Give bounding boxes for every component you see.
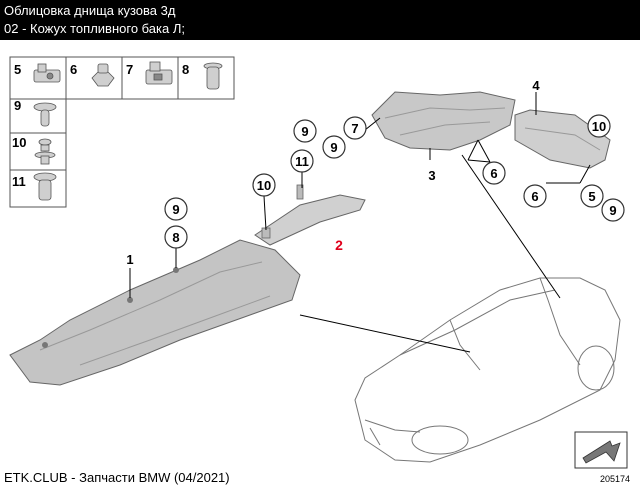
hex-nut-icon xyxy=(91,63,115,87)
callout-circle-9b[interactable] xyxy=(322,135,346,159)
callout-4: 4 xyxy=(532,78,540,93)
callout-circle-8[interactable] xyxy=(164,225,188,249)
legend-label-7: 7 xyxy=(126,62,133,77)
callout-6b: 6 xyxy=(531,189,538,204)
callout-circle-7[interactable] xyxy=(343,116,367,140)
callout-7: 7 xyxy=(351,121,358,136)
nav-arrow-box[interactable] xyxy=(574,431,628,469)
callout-2-highlighted[interactable]: 2 xyxy=(335,237,343,253)
callout-circle-6b[interactable] xyxy=(523,184,547,208)
leader-lines xyxy=(129,92,591,353)
diagram-header: Облицовка днища кузова 3д 02 - Кожух топ… xyxy=(0,0,640,40)
expanding-rivet-icon xyxy=(203,62,223,90)
clip-nut-icon xyxy=(33,63,61,83)
legend-label-5: 5 xyxy=(14,62,21,77)
cover-4 xyxy=(514,109,611,169)
callout-circle-10a[interactable] xyxy=(252,173,276,197)
footer-source: ETK.CLUB - Запчасти BMW (04/2021) xyxy=(4,470,230,485)
legend-label-8: 8 xyxy=(182,62,189,77)
callout-circle-10b[interactable] xyxy=(587,114,611,138)
callout-circle-11[interactable] xyxy=(290,149,314,173)
legend-label-10: 10 xyxy=(12,135,26,150)
callout-6a: 6 xyxy=(490,166,497,181)
diagram-title: Облицовка днища кузова 3д xyxy=(4,3,176,18)
arrow-icon xyxy=(582,440,621,464)
callout-11: 11 xyxy=(295,154,309,169)
underbody-panel-1 xyxy=(9,239,301,386)
callout-3: 3 xyxy=(428,168,435,183)
callout-5: 5 xyxy=(588,189,595,204)
legend-label-11: 11 xyxy=(12,174,26,189)
plastic-rivet-icon xyxy=(33,102,57,127)
fuel-tank-cover-3 xyxy=(371,91,516,151)
legend-label-9: 9 xyxy=(14,98,21,113)
callout-9a: 9 xyxy=(301,124,308,139)
callout-circle-9a[interactable] xyxy=(293,119,317,143)
spring-clip-icon xyxy=(145,61,173,85)
legend-table xyxy=(9,56,235,208)
callout-10b: 10 xyxy=(592,119,606,134)
legend-label-6: 6 xyxy=(70,62,77,77)
plug-rivet-icon xyxy=(33,172,57,201)
diagram-subtitle: 02 - Кожух топливного бака Л; xyxy=(4,21,185,36)
callout-9b: 9 xyxy=(330,140,337,155)
callout-circle-9d[interactable] xyxy=(601,198,625,222)
bracket-2 xyxy=(254,184,366,246)
callout-circle-6a[interactable] xyxy=(482,161,506,185)
callout-circle-9c[interactable] xyxy=(164,197,188,221)
callout-9c: 9 xyxy=(172,202,179,217)
callout-8: 8 xyxy=(172,230,179,245)
callout-circle-5[interactable] xyxy=(580,184,604,208)
callout-9d: 9 xyxy=(609,203,616,218)
screw-grommet-icon xyxy=(34,138,56,165)
image-number: 205174 xyxy=(599,474,630,484)
callout-1: 1 xyxy=(126,252,133,267)
callout-10a: 10 xyxy=(257,178,271,193)
